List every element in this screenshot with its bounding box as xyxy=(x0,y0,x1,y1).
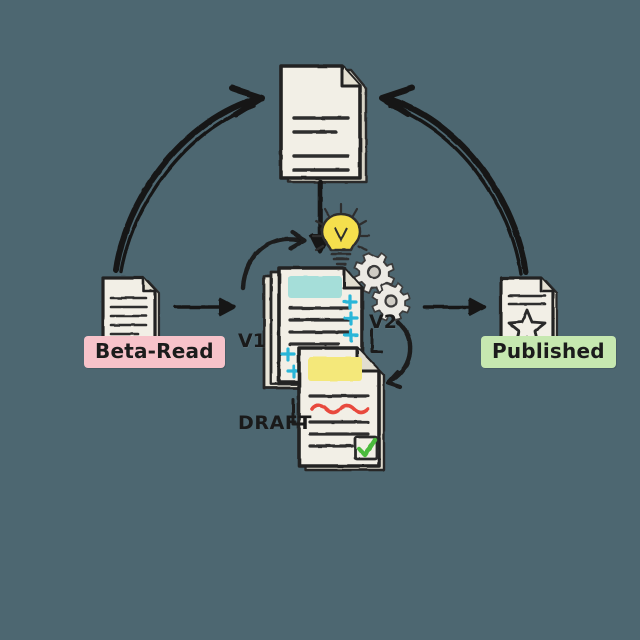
document-text-lines xyxy=(507,294,547,306)
yellow-highlight xyxy=(308,357,362,381)
sparkle-icon xyxy=(280,294,359,379)
gears-icon xyxy=(353,252,411,322)
v2-leader xyxy=(370,328,384,354)
edge-loop-v1 xyxy=(240,229,308,291)
checkmark-icon xyxy=(353,435,379,461)
node-master-document[interactable] xyxy=(279,64,368,184)
node-beta-read[interactable] xyxy=(101,276,161,348)
document-text-lines xyxy=(292,116,350,172)
edge-draft-to-published xyxy=(422,297,486,317)
red-squiggle xyxy=(310,403,370,415)
teal-highlight xyxy=(288,276,342,298)
lightbulb-icon xyxy=(311,202,371,266)
document-text-lines xyxy=(288,306,352,346)
edge-beta-to-draft xyxy=(173,297,236,317)
node-reviewed-document[interactable] xyxy=(291,346,386,472)
edge-loop-v2 xyxy=(385,319,413,390)
document-text-lines xyxy=(308,394,370,448)
document-text-lines xyxy=(109,296,148,336)
edge-beta-to-master xyxy=(113,85,265,274)
node-published[interactable] xyxy=(499,276,559,348)
edge-published-to-master xyxy=(379,85,529,276)
